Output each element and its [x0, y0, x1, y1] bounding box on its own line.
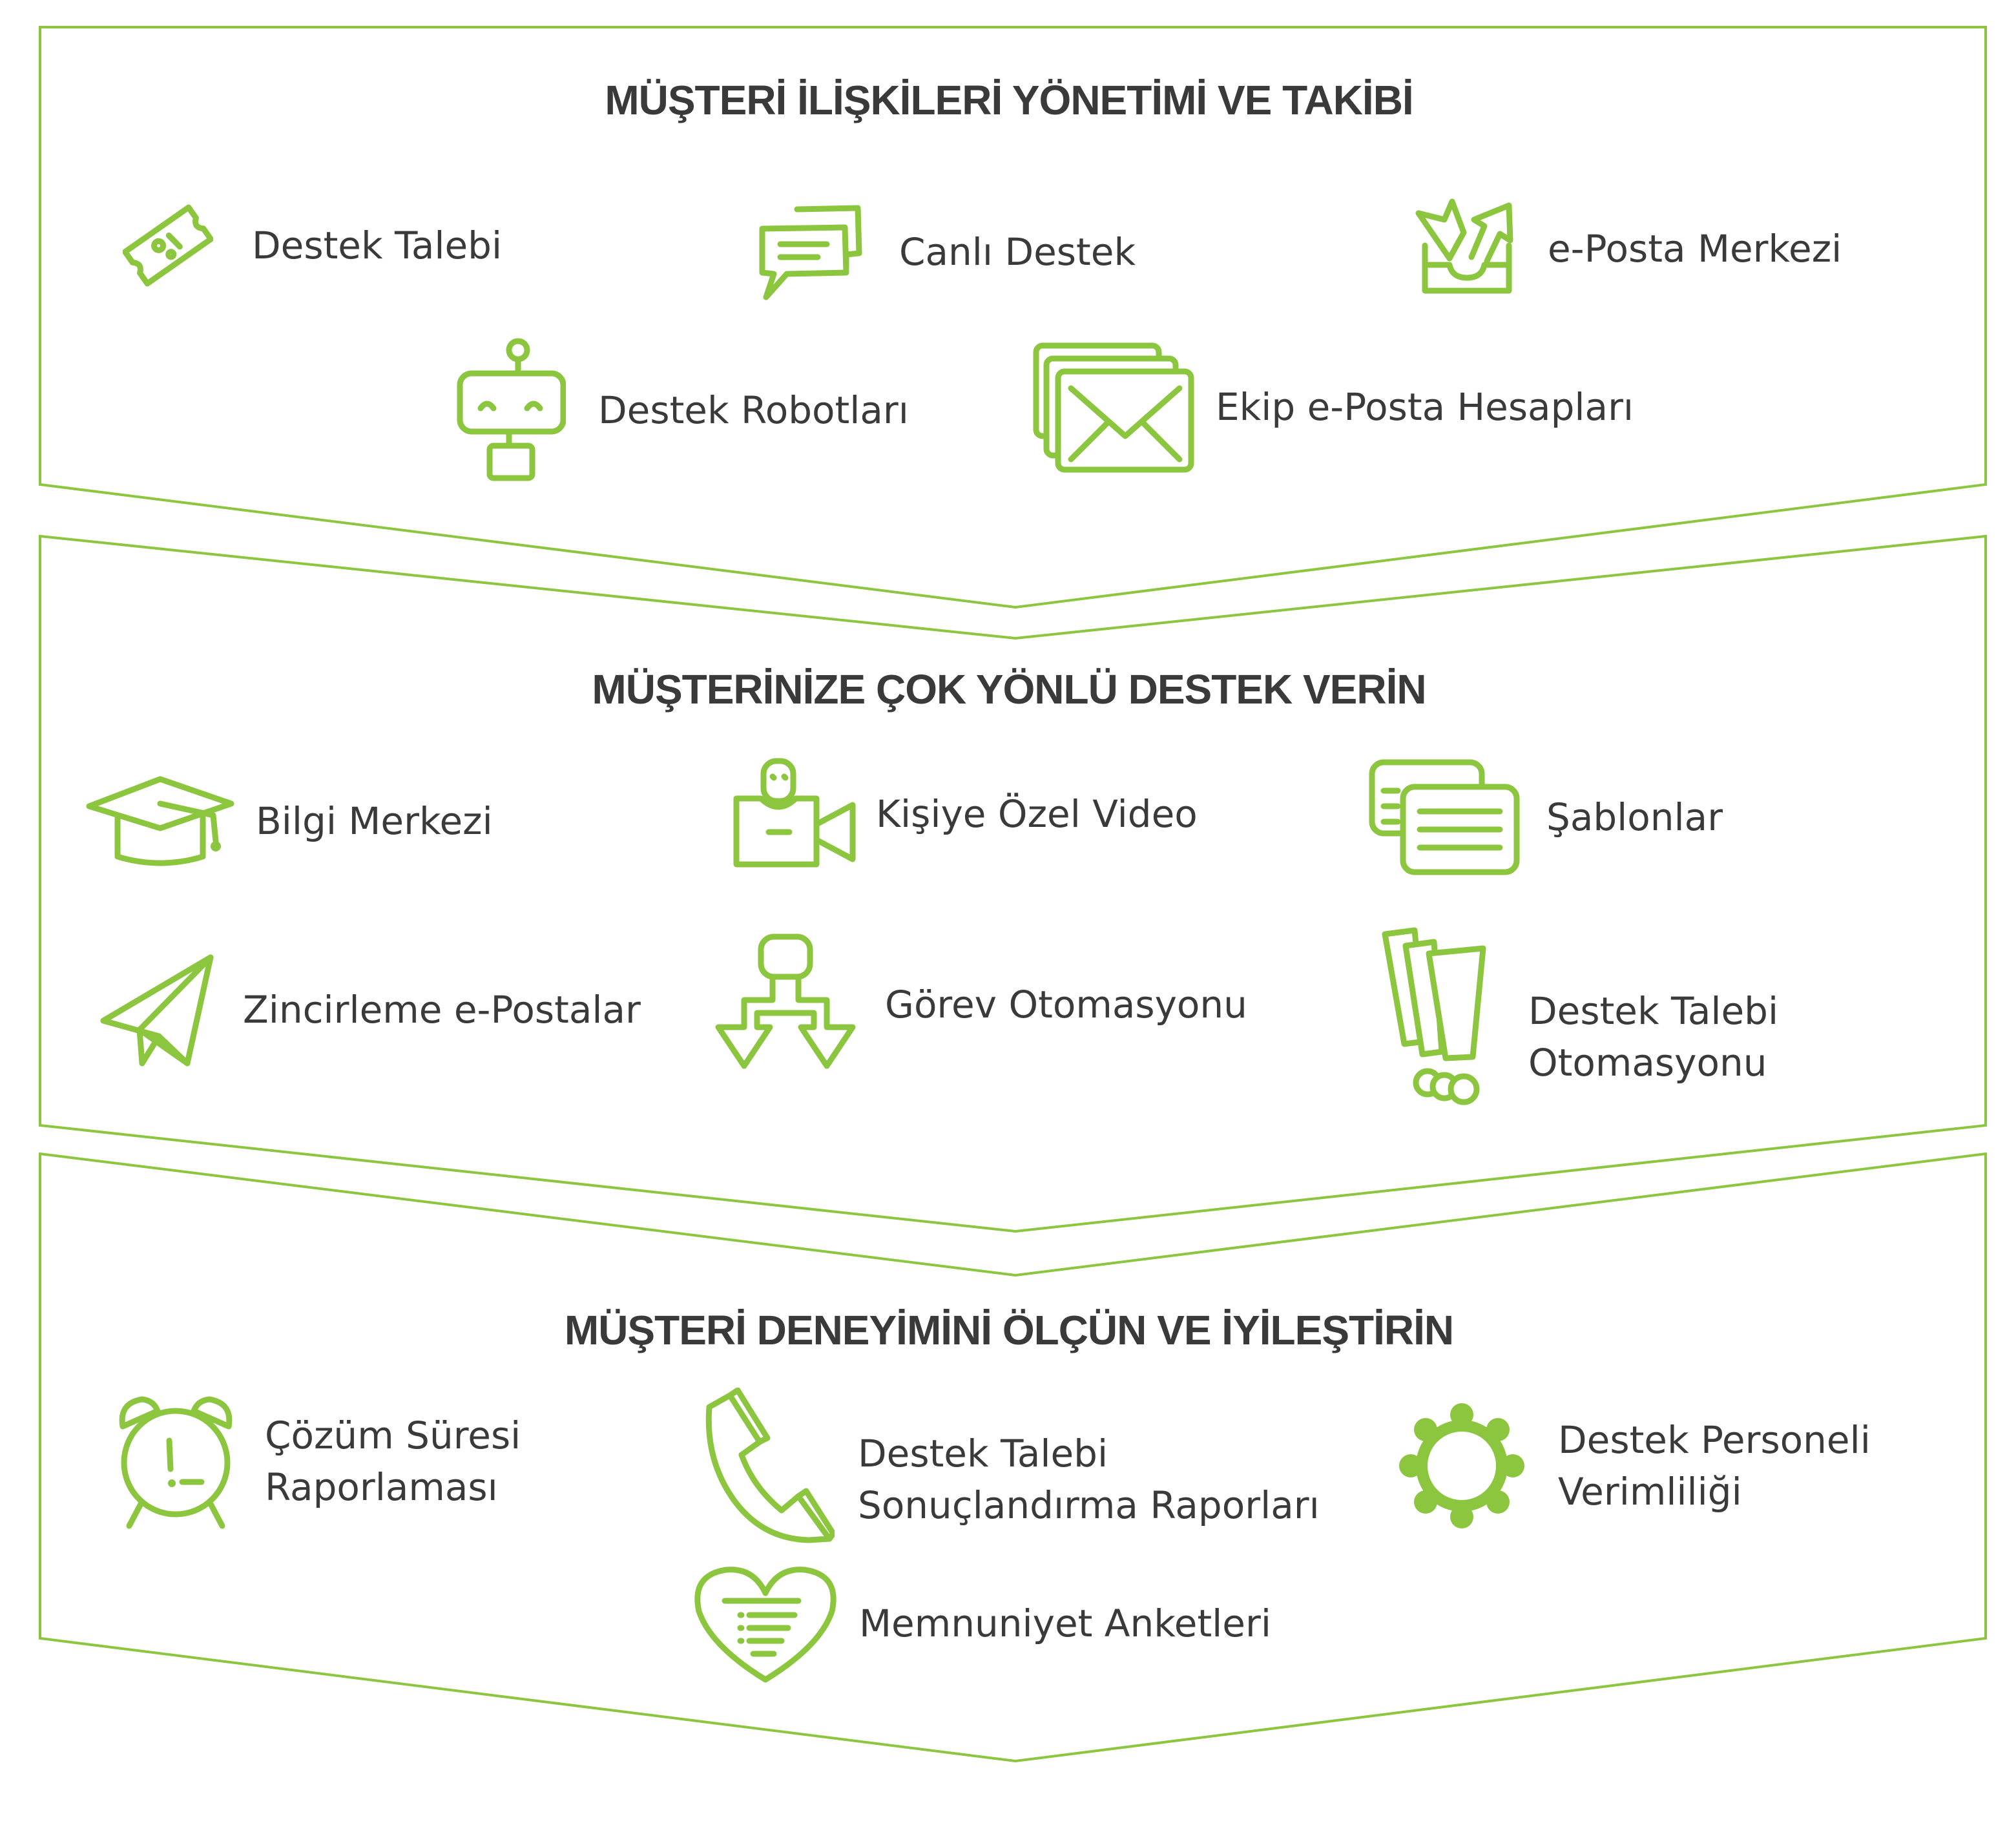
feature-canli-destek: Canlı Destek	[756, 200, 1136, 304]
chat-bubbles-icon	[756, 200, 866, 304]
feature-sablonlar: Şablonlar	[1366, 756, 1723, 879]
feature-label-line-2: Otomasyonu	[1528, 1041, 1767, 1085]
section-1-title: MÜŞTERİ İLİŞKİLERİ YÖNETİMİ VE TAKİBİ	[605, 77, 1413, 123]
feature-label-line-2: Raporlaması	[265, 1465, 498, 1509]
feature-label-line-2: Verimliliği	[1558, 1470, 1742, 1514]
section-3-frame	[39, 1152, 1987, 1763]
video-camera-icon	[730, 756, 859, 872]
feature-label: Bilgi Merkezi	[256, 799, 493, 843]
section-3-title: MÜŞTERİ DENEYİMİNİ ÖLÇÜN VE İYİLEŞTİRİN	[564, 1307, 1454, 1353]
paper-plane-icon	[97, 950, 217, 1070]
feature-gorev-otomasyonu: Görev Otomasyonu	[705, 930, 1247, 1079]
envelopes-icon	[1030, 339, 1195, 475]
feature-label: Şablonlar	[1546, 795, 1723, 839]
feature-label: Ekip e-Posta Hesapları	[1216, 385, 1634, 429]
feature-cozum-suresi-raporlamasi: Çözüm Süresi Raporlaması	[110, 1389, 521, 1534]
feature-destek-talebi-otomasyonu: Destek Talebi Otomasyonu	[1376, 924, 1778, 1111]
feature-label-line-1: Destek Personeli	[1558, 1418, 1871, 1462]
feature-label-line-2: Sonuçlandırma Raporları	[858, 1483, 1320, 1527]
phone-icon	[696, 1388, 835, 1545]
feature-label: Zincirleme e-Postalar	[243, 988, 641, 1032]
alarm-clock-icon	[110, 1389, 242, 1534]
feature-memnuniyet-anketleri: Memnuniyet Anketleri	[691, 1562, 1271, 1685]
feature-bilgi-merkezi: Bilgi Merkezi	[84, 773, 493, 870]
feature-eposta-merkezi: e-Posta Merkezi	[1412, 194, 1842, 304]
robot-icon	[456, 336, 566, 485]
workflow-icon	[705, 930, 866, 1079]
feature-label: Destek Talebi Sonuçlandırma Raporları	[858, 1428, 1320, 1531]
ticket-icon	[123, 200, 213, 291]
gear-icon	[1394, 1398, 1530, 1534]
feature-label: Çözüm Süresi Raporlaması	[265, 1410, 521, 1513]
feature-label: Memnuniyet Anketleri	[859, 1601, 1271, 1645]
feature-label-line-1: Destek Talebi	[858, 1432, 1108, 1476]
feature-ekip-eposta-hesaplari: Ekip e-Posta Hesapları	[1030, 339, 1634, 475]
heart-icon	[691, 1562, 840, 1685]
inbox-icon	[1412, 194, 1522, 304]
feature-label: Destek Talebi Otomasyonu	[1528, 985, 1778, 1089]
feature-kisiye-ozel-video: Kişiye Özel Video	[730, 756, 1198, 872]
templates-icon	[1366, 756, 1521, 879]
section-1-frame	[39, 26, 1987, 609]
feature-destek-personeli-verimliligi: Destek Personeli Verimliliği	[1394, 1398, 1871, 1534]
feature-destek-talebi: Destek Talebi	[123, 200, 502, 291]
feature-zincirleme-epostalar: Zincirleme e-Postalar	[97, 950, 641, 1070]
feature-sonuclandirma-raporlari: Destek Talebi Sonuçlandırma Raporları	[696, 1388, 1320, 1545]
feature-destek-robotlari: Destek Robotları	[456, 336, 909, 485]
feature-label: Destek Personeli Verimliliği	[1558, 1414, 1871, 1517]
feature-label-line-1: Çözüm Süresi	[265, 1413, 521, 1457]
feature-label-line-1: Destek Talebi	[1528, 989, 1779, 1033]
feature-label: Görev Otomasyonu	[885, 983, 1247, 1027]
section-2-title: MÜŞTERİNİZE ÇOK YÖNLÜ DESTEK VERİN	[592, 666, 1426, 713]
section-2-frame	[39, 534, 1987, 1233]
feature-label: e-Posta Merkezi	[1548, 227, 1842, 271]
feature-label: Kişiye Özel Video	[876, 792, 1198, 836]
feature-label: Destek Robotları	[598, 388, 909, 432]
graduation-cap-icon	[84, 773, 236, 870]
feature-label: Destek Talebi	[252, 224, 503, 267]
exclamation-icon	[1376, 924, 1492, 1111]
feature-label: Canlı Destek	[899, 230, 1136, 274]
